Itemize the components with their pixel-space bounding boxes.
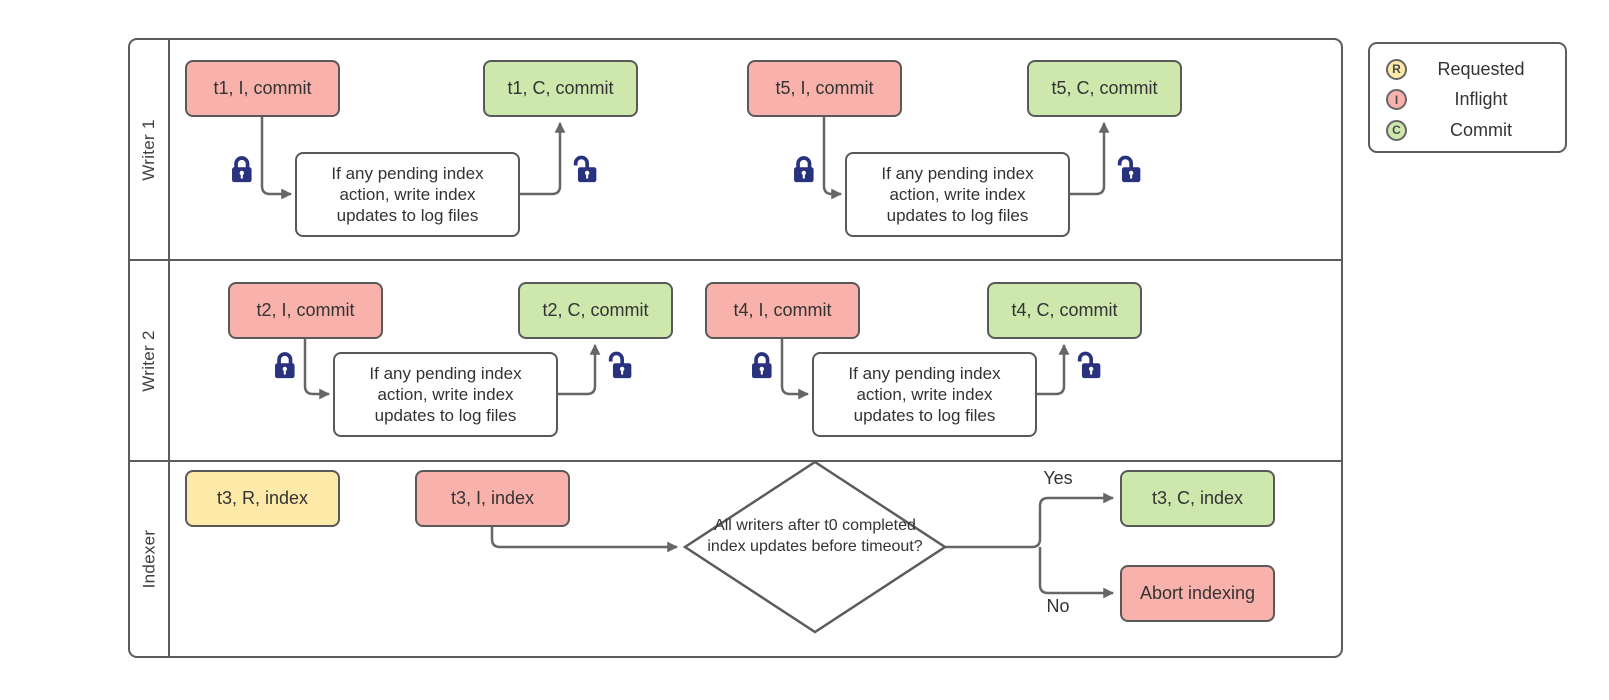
node-t1-commit: t1, C, commit bbox=[483, 60, 638, 117]
connector-t2-inflight-to-process bbox=[303, 339, 331, 400]
lock-closed-icon bbox=[794, 156, 814, 183]
lock-closed-icon bbox=[275, 352, 295, 379]
lane-writer1-label-cell: Writer 1 bbox=[130, 40, 170, 259]
connector-t1-inflight-to-process bbox=[260, 117, 293, 200]
lane-writer1: Writer 1 bbox=[130, 40, 1341, 259]
node-t3-inflight: t3, I, index bbox=[415, 470, 570, 527]
lock-closed-icon bbox=[232, 156, 252, 183]
lock-open-icon bbox=[573, 155, 597, 183]
node-writer1-process-2: If any pending index action, write index… bbox=[845, 152, 1070, 237]
legend-requested-icon: R bbox=[1386, 58, 1407, 80]
connector-t5-inflight-to-process bbox=[822, 117, 843, 200]
lane-indexer-label: Indexer bbox=[139, 529, 158, 589]
node-writer2-process-1: If any pending index action, write index… bbox=[333, 352, 558, 437]
node-t3-requested: t3, R, index bbox=[185, 470, 340, 527]
lock-open-icon bbox=[1117, 155, 1141, 183]
decision-text: All writers after t0 completed index upd… bbox=[707, 517, 923, 555]
connector-process-to-t5-commit bbox=[1070, 121, 1110, 196]
connector-process-to-t4-commit bbox=[1037, 343, 1070, 396]
legend-row-requested: R Requested bbox=[1386, 56, 1555, 82]
lock-open-icon bbox=[1077, 351, 1101, 379]
node-writer1-process-1: If any pending index action, write index… bbox=[295, 152, 520, 237]
legend-commit-label: Commit bbox=[1450, 119, 1512, 140]
swimlane-frame: Writer 1 Writer 2 Indexer bbox=[128, 38, 1343, 658]
node-t2-inflight: t2, I, commit bbox=[228, 282, 383, 339]
connector-decision-no-to-abort bbox=[1038, 547, 1115, 599]
node-t1-inflight: t1, I, commit bbox=[185, 60, 340, 117]
connector-t3-inflight-to-decision bbox=[490, 527, 679, 553]
legend-row-commit: C Commit bbox=[1386, 117, 1555, 143]
legend-inflight-icon: I bbox=[1386, 89, 1407, 110]
node-t3-commit: t3, C, index bbox=[1120, 470, 1275, 527]
connector-decision-yes-to-t3-commit bbox=[945, 492, 1115, 549]
lock-open-icon bbox=[608, 351, 632, 379]
legend-requested-label: Requested bbox=[1437, 58, 1525, 79]
connector-process-to-t2-commit bbox=[558, 343, 601, 396]
node-abort-indexing: Abort indexing bbox=[1120, 565, 1275, 622]
lane-writer2-label-cell: Writer 2 bbox=[130, 261, 170, 460]
lane-writer1-label: Writer 1 bbox=[139, 118, 158, 181]
branch-yes-label: Yes bbox=[1043, 468, 1073, 488]
lane-writer2: Writer 2 bbox=[130, 259, 1341, 460]
node-t5-inflight: t5, I, commit bbox=[747, 60, 902, 117]
lock-closed-icon bbox=[752, 352, 772, 379]
node-t5-commit: t5, C, commit bbox=[1027, 60, 1182, 117]
branch-no-label: No bbox=[1046, 596, 1070, 616]
decision-diamond bbox=[682, 460, 948, 634]
connector-process-to-t1-commit bbox=[520, 121, 566, 196]
node-t4-inflight: t4, I, commit bbox=[705, 282, 860, 339]
legend-row-inflight: I Inflight bbox=[1386, 87, 1555, 113]
legend-commit-icon: C bbox=[1386, 119, 1407, 141]
node-t2-commit: t2, C, commit bbox=[518, 282, 673, 339]
legend-inflight-label: Inflight bbox=[1454, 89, 1508, 109]
lane-indexer-label-cell: Indexer bbox=[130, 462, 170, 656]
node-writer2-process-2: If any pending index action, write index… bbox=[812, 352, 1037, 437]
lane-indexer: Indexer bbox=[130, 460, 1341, 656]
lane-writer2-label: Writer 2 bbox=[139, 329, 158, 392]
connector-t4-inflight-to-process bbox=[780, 339, 810, 400]
node-t4-commit: t4, C, commit bbox=[987, 282, 1142, 339]
legend: R Requested I Inflight C Commit bbox=[1368, 42, 1567, 153]
